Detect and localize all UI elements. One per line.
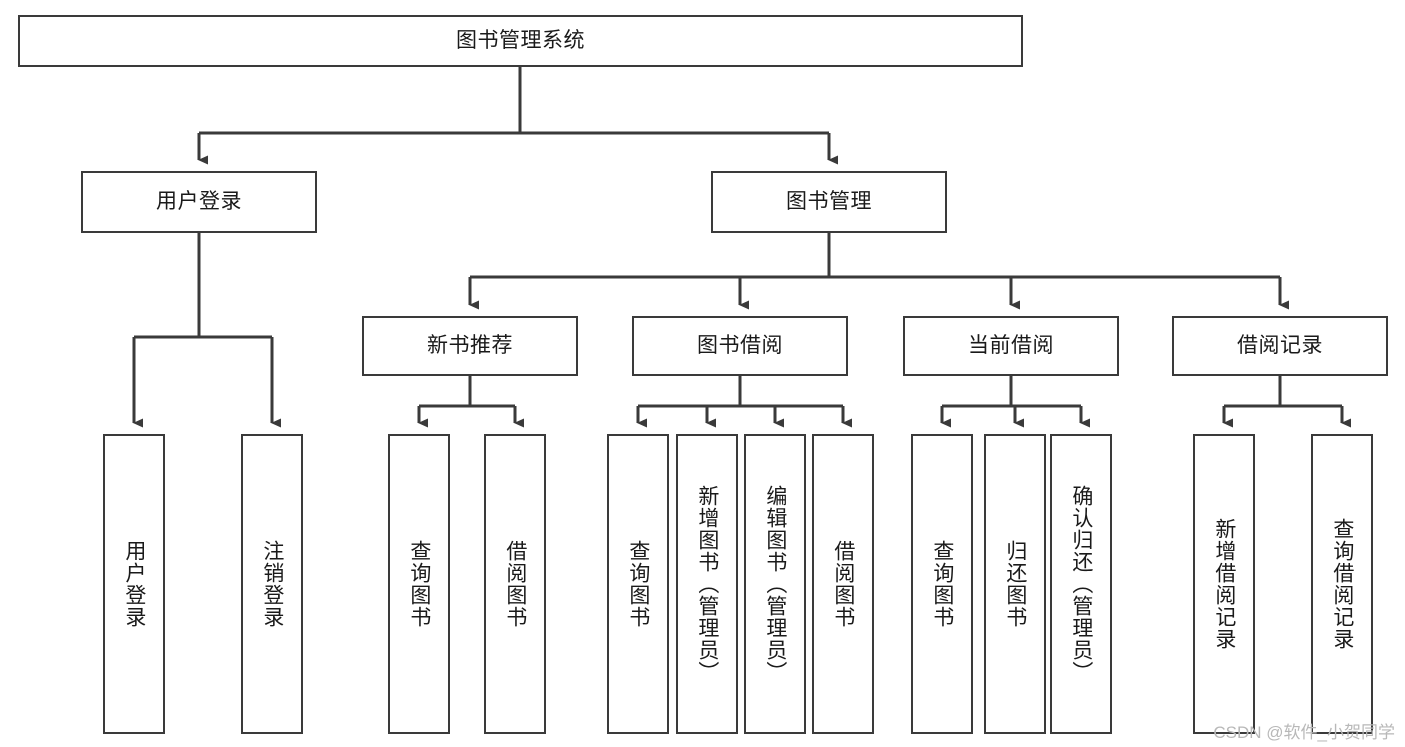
node-current-borrow[interactable]: 当前借阅 — [903, 316, 1119, 376]
node-new-book-rec[interactable]: 新书推荐 — [362, 316, 578, 376]
node-new-book-rec-label: 新书推荐 — [427, 334, 513, 358]
node-leaf-query-book-borrow[interactable]: 查询图书 — [607, 434, 669, 734]
node-leaf-query-book-borrow-label: 查询图书 — [626, 540, 650, 628]
node-leaf-query-book-cur-label: 查询图书 — [930, 540, 954, 628]
node-leaf-borrow-book[interactable]: 借阅图书 — [812, 434, 874, 734]
node-root-label: 图书管理系统 — [456, 29, 585, 53]
node-user-login-label: 用户登录 — [156, 190, 242, 214]
node-leaf-edit-book-label: 编辑图书（管理员） — [763, 485, 787, 683]
node-leaf-add-record-label: 新增借阅记录 — [1212, 518, 1236, 650]
node-leaf-add-book[interactable]: 新增图书（管理员） — [676, 434, 738, 734]
node-book-borrow[interactable]: 图书借阅 — [632, 316, 848, 376]
node-borrow-record-label: 借阅记录 — [1237, 334, 1323, 358]
node-leaf-add-record[interactable]: 新增借阅记录 — [1193, 434, 1255, 734]
node-borrow-record[interactable]: 借阅记录 — [1172, 316, 1388, 376]
node-leaf-user-login[interactable]: 用户登录 — [103, 434, 165, 734]
node-leaf-return-book[interactable]: 归还图书 — [984, 434, 1046, 734]
csdn-watermark: CSDN @软件_小贺同学 — [1213, 723, 1395, 742]
node-current-borrow-label: 当前借阅 — [968, 334, 1054, 358]
node-leaf-user-login-label: 用户登录 — [122, 540, 146, 628]
node-leaf-query-record[interactable]: 查询借阅记录 — [1311, 434, 1373, 734]
node-user-login[interactable]: 用户登录 — [81, 171, 317, 233]
node-book-manage[interactable]: 图书管理 — [711, 171, 947, 233]
node-leaf-user-logout[interactable]: 注销登录 — [241, 434, 303, 734]
node-book-manage-label: 图书管理 — [786, 190, 872, 214]
node-leaf-borrow-book-rec-label: 借阅图书 — [503, 540, 527, 628]
node-leaf-add-book-label: 新增图书（管理员） — [695, 485, 719, 683]
node-leaf-user-logout-label: 注销登录 — [260, 540, 284, 628]
node-leaf-borrow-book-rec[interactable]: 借阅图书 — [484, 434, 546, 734]
node-leaf-query-book-rec-label: 查询图书 — [407, 540, 431, 628]
node-leaf-query-book-cur[interactable]: 查询图书 — [911, 434, 973, 734]
node-leaf-edit-book[interactable]: 编辑图书（管理员） — [744, 434, 806, 734]
node-leaf-query-record-label: 查询借阅记录 — [1330, 518, 1354, 650]
node-leaf-return-book-label: 归还图书 — [1003, 540, 1027, 628]
node-root[interactable]: 图书管理系统 — [18, 15, 1023, 67]
node-leaf-confirm-return[interactable]: 确认归还（管理员） — [1050, 434, 1112, 734]
node-leaf-query-book-rec[interactable]: 查询图书 — [388, 434, 450, 734]
node-leaf-borrow-book-label: 借阅图书 — [831, 540, 855, 628]
node-book-borrow-label: 图书借阅 — [697, 334, 783, 358]
node-leaf-confirm-return-label: 确认归还（管理员） — [1069, 485, 1093, 683]
